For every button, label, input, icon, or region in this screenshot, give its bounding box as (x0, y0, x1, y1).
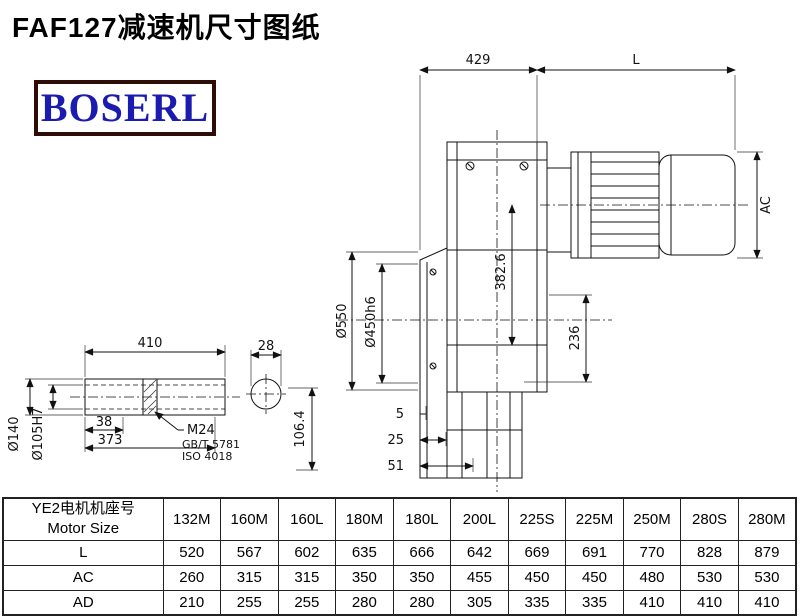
dimension-table: YE2电机机座号 Motor Size 132M 160M 160L 180M … (2, 497, 797, 616)
cell: 350 (392, 564, 452, 591)
col-header: 250M (622, 497, 682, 541)
table-header-row: YE2电机机座号 Motor Size 132M 160M 160L 180M … (2, 497, 797, 541)
dim-d105H7: Ø105H7 (31, 407, 46, 460)
cell: 635 (335, 539, 394, 566)
col-header: 180M (335, 497, 394, 541)
motor-outline (546, 151, 736, 259)
dim-flange-diameters: Ø550 Ø450h6 (335, 251, 418, 391)
row-label: AD (2, 589, 164, 616)
cell: 410 (680, 589, 739, 616)
cell: 210 (162, 589, 222, 616)
cell: 666 (392, 539, 452, 566)
col-header: 180L (392, 497, 452, 541)
gearbox-outline (419, 141, 548, 479)
brand-logo-text: BOSERL (40, 85, 210, 130)
dim-236-group: 236 (524, 294, 592, 383)
cell: 280 (335, 589, 394, 616)
page-title: FAF127减速机尺寸图纸 (12, 12, 321, 43)
dim-d140: Ø140 (7, 416, 22, 451)
cell: 530 (737, 564, 797, 591)
cell: 410 (622, 589, 682, 616)
cell: 602 (277, 539, 337, 566)
cell: 669 (507, 539, 567, 566)
dim-28: 28 (258, 339, 275, 354)
cell: 530 (680, 564, 739, 591)
cell: 567 (220, 539, 279, 566)
col-header: 280M (737, 497, 797, 541)
cell: 450 (507, 564, 567, 591)
cell: 315 (220, 564, 279, 591)
brand-logo: BOSERL (34, 80, 216, 136)
bolt-symbols (429, 161, 529, 370)
dim-L: L (632, 53, 640, 68)
motor-size-header: YE2电机机座号 Motor Size (2, 497, 164, 541)
note-gb-5781: GB/T 5781 (182, 438, 240, 451)
table-row-AD: AD 210 255 255 280 280 305 335 335 410 4… (2, 589, 797, 616)
cell: 450 (565, 564, 624, 591)
dim-410: 410 (138, 336, 163, 351)
dim-236: 236 (568, 326, 583, 351)
cell: 455 (450, 564, 509, 591)
cell: 335 (507, 589, 567, 616)
row-label: L (2, 539, 164, 566)
cell: 879 (737, 539, 797, 566)
cell: 255 (277, 589, 337, 616)
row-label: AC (2, 564, 164, 591)
cell: 770 (622, 539, 682, 566)
shaft-end-view: 28 106.4 (250, 339, 318, 471)
dim-top: 429 L (419, 53, 736, 250)
col-header: 132M (162, 497, 222, 541)
cell: 480 (622, 564, 682, 591)
dim-d450h6: Ø450h6 (364, 296, 379, 348)
dim-382-6: 382.6 (494, 253, 509, 290)
cell: 642 (450, 539, 509, 566)
table-row-AC: AC 260 315 315 350 350 455 450 450 480 5… (2, 564, 797, 591)
centerlines (70, 130, 748, 492)
col-header: 160M (220, 497, 279, 541)
table-row-L: L 520 567 602 635 666 642 669 691 770 82… (2, 539, 797, 566)
cell: 828 (680, 539, 739, 566)
cell: 691 (565, 539, 624, 566)
cell: 335 (565, 589, 624, 616)
technical-drawing: 429 L AC Ø550 Ø450h6 382.6 236 (7, 53, 774, 492)
col-header: 200L (450, 497, 509, 541)
dim-106-4: 106.4 (293, 410, 308, 447)
col-header: 225S (507, 497, 567, 541)
cell: 255 (220, 589, 279, 616)
dim-51: 51 (387, 459, 404, 474)
note-iso-4018: ISO 4018 (182, 450, 232, 463)
col-header: 280S (680, 497, 739, 541)
col-header: 160L (277, 497, 337, 541)
cell: 260 (162, 564, 222, 591)
dim-373: 373 (98, 433, 123, 448)
cell: 410 (737, 589, 797, 616)
dim-5: 5 (396, 407, 404, 422)
note-m24: M24 (187, 423, 215, 438)
motor-size-header-en: Motor Size (47, 520, 120, 538)
cell: 305 (450, 589, 509, 616)
cell: 350 (335, 564, 394, 591)
dim-AC: AC (759, 196, 774, 214)
cell: 315 (277, 564, 337, 591)
dim-25: 25 (387, 433, 404, 448)
dim-382-group: 382.6 (494, 204, 516, 346)
dim-d550: Ø550 (335, 303, 350, 338)
motor-size-header-cn: YE2电机机座号 (31, 500, 135, 518)
col-header: 225M (565, 497, 624, 541)
cell: 520 (162, 539, 222, 566)
dim-ac-group: AC (737, 151, 774, 259)
dim-38: 38 (96, 415, 113, 430)
cell: 280 (392, 589, 452, 616)
shaft-detail: 410 38 373 Ø140 Ø105H7 M24 GB/T 5781 ISO… (7, 336, 240, 463)
dim-bottom-group: 5 25 51 (387, 406, 474, 474)
dim-429: 429 (466, 53, 491, 68)
